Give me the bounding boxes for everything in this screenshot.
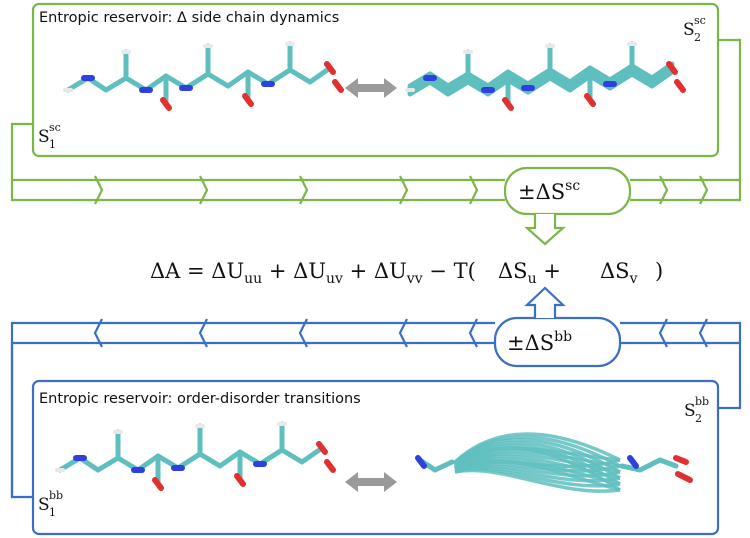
svg-text:1: 1 <box>49 506 56 519</box>
bottom-panel <box>10 286 742 536</box>
top-molecule-right <box>405 41 686 111</box>
sc-bubble-label: ±ΔSsc <box>518 178 580 204</box>
equation-lhs: ΔA = <box>150 259 211 283</box>
bottom-molecule-ensemble-ends <box>415 455 693 483</box>
top-panel-title: Entropic reservoir: Δ side chain dynamic… <box>39 10 339 26</box>
equation-close-paren: ) <box>655 259 663 283</box>
bottom-flow-chevrons <box>93 318 708 348</box>
top-left-connector <box>10 122 505 182</box>
term-vv: ΔU <box>374 259 407 283</box>
top-state1-label: S 1 sc <box>38 121 61 151</box>
top-bottom-connector <box>10 180 505 202</box>
bottom-panel-title: Entropic reservoir: order-disorder trans… <box>39 391 361 407</box>
bb-bubble-label: ±ΔSbb <box>507 329 572 355</box>
svg-text:bb: bb <box>695 395 709 408</box>
svg-text:2: 2 <box>694 31 701 44</box>
bottom-state2-label: S 2 bb <box>684 395 709 425</box>
bottom-double-arrow <box>345 472 397 492</box>
molecule-renderings <box>55 41 693 493</box>
top-molecule-left <box>63 41 344 111</box>
svg-text:S: S <box>683 20 695 40</box>
term-uu: ΔU <box>211 259 244 283</box>
top-panel-box <box>31 2 720 158</box>
svg-text:sc: sc <box>49 121 61 134</box>
sc-entropy-bubble <box>503 166 632 216</box>
svg-text:S: S <box>38 127 50 147</box>
entropy-u-term: ΔSu + <box>498 259 561 287</box>
bottom-panel-box <box>31 379 720 536</box>
term-uv: ΔU <box>293 259 326 283</box>
svg-text:2: 2 <box>695 412 702 425</box>
svg-text:sc: sc <box>694 14 706 27</box>
top-flow-chevrons <box>94 175 709 205</box>
bottom-state1-label: S 1 bb <box>38 489 63 519</box>
bottom-right-connector <box>620 321 742 410</box>
free-energy-equation: ΔA = ΔUuu + ΔUuv + ΔUvv − T( <box>150 259 476 287</box>
bottom-left-connector <box>10 321 495 499</box>
bb-up-arrow <box>524 286 566 318</box>
svg-text:S: S <box>38 495 50 515</box>
svg-text:S: S <box>684 401 696 421</box>
sc-down-arrow <box>524 214 566 246</box>
entropy-v-term: ΔSv <box>600 259 638 287</box>
top-double-arrow <box>345 78 397 98</box>
svg-text:1: 1 <box>49 138 56 151</box>
bb-entropy-bubble <box>493 316 622 368</box>
top-right-connector <box>630 38 742 202</box>
top-state2-label: S 2 sc <box>683 14 706 44</box>
bottom-molecule-ensemble <box>453 432 621 493</box>
bottom-molecule-left <box>55 421 336 491</box>
svg-text:bb: bb <box>49 489 63 502</box>
top-panel <box>10 2 742 246</box>
